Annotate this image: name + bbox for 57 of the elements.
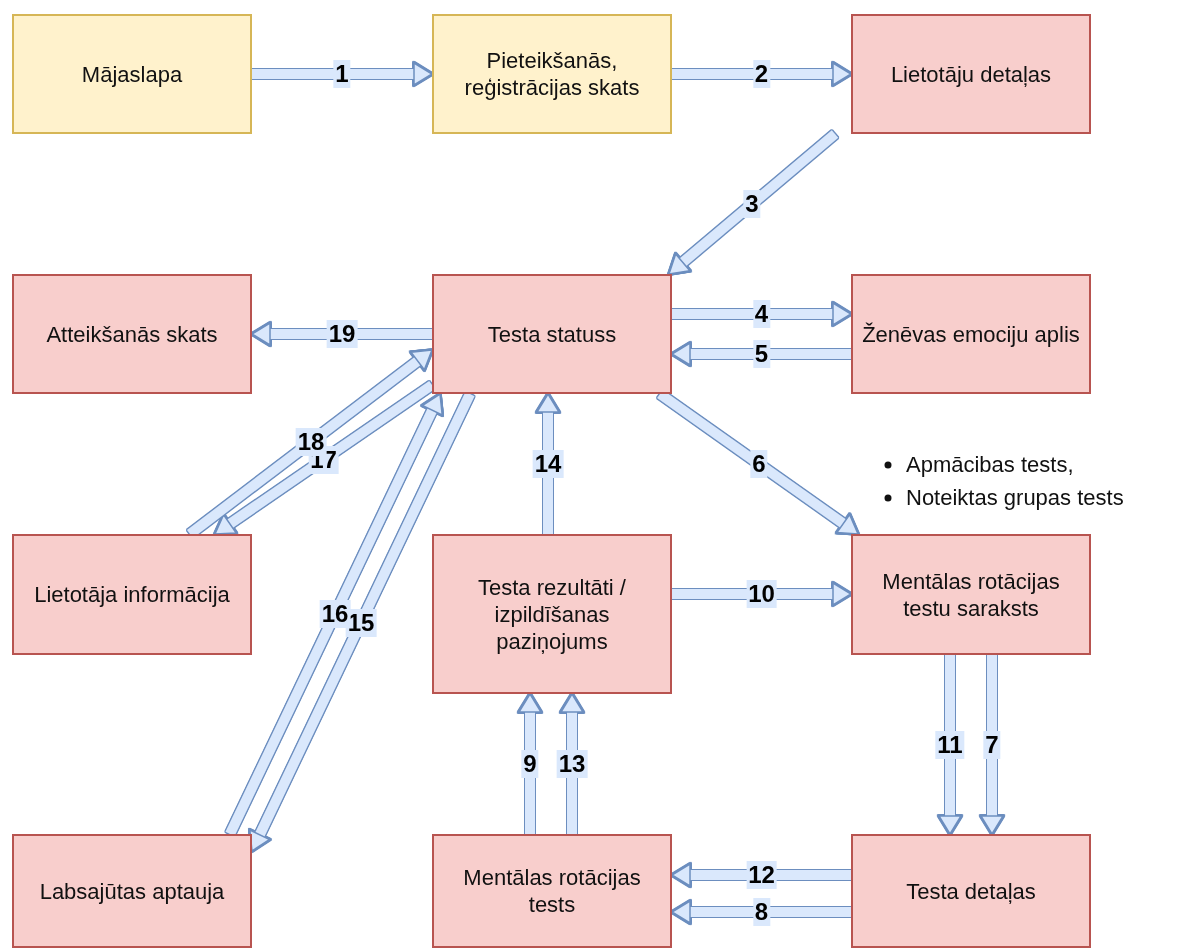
block-arrow — [938, 655, 962, 835]
node-label: Testa detaļas — [905, 877, 1037, 905]
block-arrow — [980, 655, 1004, 835]
edge-label: 12 — [746, 861, 777, 889]
node-label: Labsajūtas aptauja — [38, 877, 226, 905]
block-arrow — [252, 62, 433, 86]
block-arrow — [672, 302, 852, 326]
edge-label: 10 — [746, 580, 777, 608]
node-label: Atteikšanās skats — [45, 320, 219, 348]
node-label: Testa statuss — [486, 320, 618, 348]
edge-label: 14 — [532, 450, 564, 478]
block-arrow — [225, 393, 443, 837]
edge-label: 13 — [556, 750, 588, 778]
process-box — [432, 834, 672, 948]
process-box — [432, 14, 672, 134]
edge-label: 1 — [333, 60, 351, 88]
list-item: Apmācibas tests, — [906, 451, 1074, 479]
edge-label: 9 — [521, 750, 539, 778]
node-label: Ženēvas emociju aplis — [861, 320, 1081, 348]
block-arrow — [518, 693, 542, 834]
edge-label: 8 — [752, 898, 771, 926]
edge-label: 5 — [752, 340, 771, 368]
edge-label: 18 — [295, 428, 327, 456]
process-box — [12, 834, 252, 948]
block-arrow — [560, 693, 584, 834]
process-box — [851, 534, 1091, 655]
process-box — [432, 534, 672, 694]
block-arrow — [671, 900, 851, 924]
block-arrow — [672, 582, 852, 606]
block-arrow — [536, 393, 560, 534]
list-item: Noteiktas grupas tests — [906, 484, 1124, 512]
edge-label: 7 — [983, 730, 1001, 759]
process-box — [12, 14, 252, 134]
edge-label: 3 — [743, 190, 761, 218]
node-label: Mentālas rotācijas testu saraksts — [881, 567, 1061, 622]
node-label: Testa rezultāti / izpildīšanas paziņojums — [477, 573, 627, 655]
edge-label: 6 — [750, 450, 768, 478]
node-label: Lietotāja informācija — [33, 581, 231, 608]
edge-label: 4 — [752, 300, 771, 328]
edge-label: 11 — [935, 730, 965, 759]
edge-label: 16 — [319, 600, 351, 628]
node-label: Mentālas rotācijas tests — [462, 864, 642, 918]
process-box — [851, 834, 1091, 948]
node-label: Lietotāju detaļas — [889, 60, 1053, 88]
edge-label: 19 — [326, 320, 358, 348]
node-label: Pieteikšanās, reģistrācijas skats — [463, 47, 641, 101]
process-box — [12, 274, 252, 394]
process-box — [851, 14, 1091, 134]
block-arrow — [668, 130, 839, 275]
block-arrow — [671, 342, 851, 366]
process-box — [851, 274, 1091, 394]
block-arrow — [671, 863, 851, 887]
edge-label: 2 — [752, 60, 771, 88]
node-label: Mājaslapa — [80, 60, 184, 88]
process-box — [12, 534, 252, 655]
block-arrow — [672, 62, 852, 86]
process-box — [432, 274, 672, 394]
